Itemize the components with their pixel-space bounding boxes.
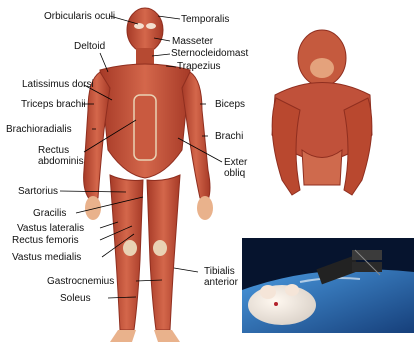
space-station-photo [0, 0, 417, 350]
image-collage: Orbicularis oculi Temporalis Masseter De… [0, 0, 417, 350]
